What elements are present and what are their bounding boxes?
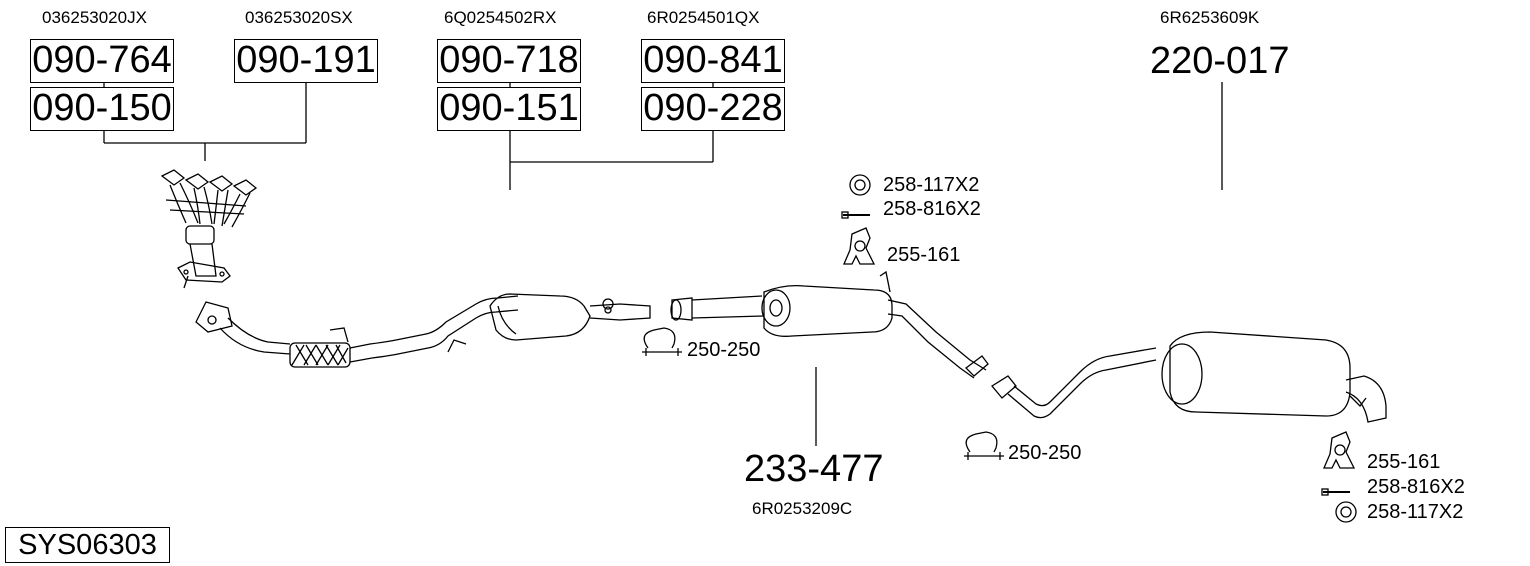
middle-silencer-pipe	[670, 270, 989, 379]
part-number-middle-silencer[interactable]: 233-477	[744, 448, 884, 490]
oe-number-group-4: 6R0254501QX	[647, 8, 760, 27]
label-clamp-2[interactable]: 250-250	[1008, 442, 1082, 464]
oe-number-middle-silencer: 6R0253209C	[752, 499, 853, 518]
part-number-rear-silencer[interactable]: 220-017	[1150, 40, 1290, 82]
label-clamp-1[interactable]: 250-250	[687, 339, 761, 361]
part-box-group-2-a[interactable]: 090-191	[234, 39, 378, 83]
front-pipe	[195, 295, 519, 368]
exhaust-manifold	[160, 169, 258, 289]
label-rubber-mount-1[interactable]: 255-161	[887, 244, 961, 266]
label-bolt-2[interactable]: 258-816X2	[1367, 476, 1465, 498]
label-gasket-ring-2[interactable]: 258-117X2	[1367, 501, 1464, 523]
oe-number-group-3: 6Q0254502RX	[444, 8, 557, 27]
bolt-2	[1321, 488, 1350, 496]
label-rubber-mount-2[interactable]: 255-161	[1367, 451, 1441, 473]
gasket-ring-2	[1335, 501, 1357, 523]
label-gasket-ring-1[interactable]: 258-117X2	[883, 174, 980, 196]
clamp-2	[964, 431, 1004, 460]
part-box-group-3-b[interactable]: 090-151	[437, 87, 581, 131]
rubber-mount-1	[843, 227, 876, 265]
part-box-group-4-a[interactable]: 090-841	[641, 39, 785, 83]
oe-number-group-1: 036253020JX	[42, 8, 147, 27]
catalytic-converter	[489, 293, 651, 341]
part-box-group-1-a[interactable]: 090-764	[30, 39, 174, 83]
gasket-ring-1	[849, 174, 871, 196]
label-bolt-1[interactable]: 258-816X2	[883, 198, 981, 220]
bolt-1	[841, 211, 870, 219]
oe-number-rear-silencer: 6R6253609K	[1160, 8, 1260, 27]
leader-lines	[103, 82, 1223, 446]
clamp-1	[642, 327, 682, 356]
part-box-group-1-b[interactable]: 090-150	[30, 87, 174, 131]
oe-number-group-2: 036253020SX	[245, 8, 353, 27]
rubber-mount-2	[1323, 431, 1356, 469]
part-box-group-3-a[interactable]: 090-718	[437, 39, 581, 83]
rear-silencer-pipe	[991, 331, 1387, 423]
system-code: SYS06303	[5, 527, 170, 563]
part-box-group-4-b[interactable]: 090-228	[641, 87, 785, 131]
